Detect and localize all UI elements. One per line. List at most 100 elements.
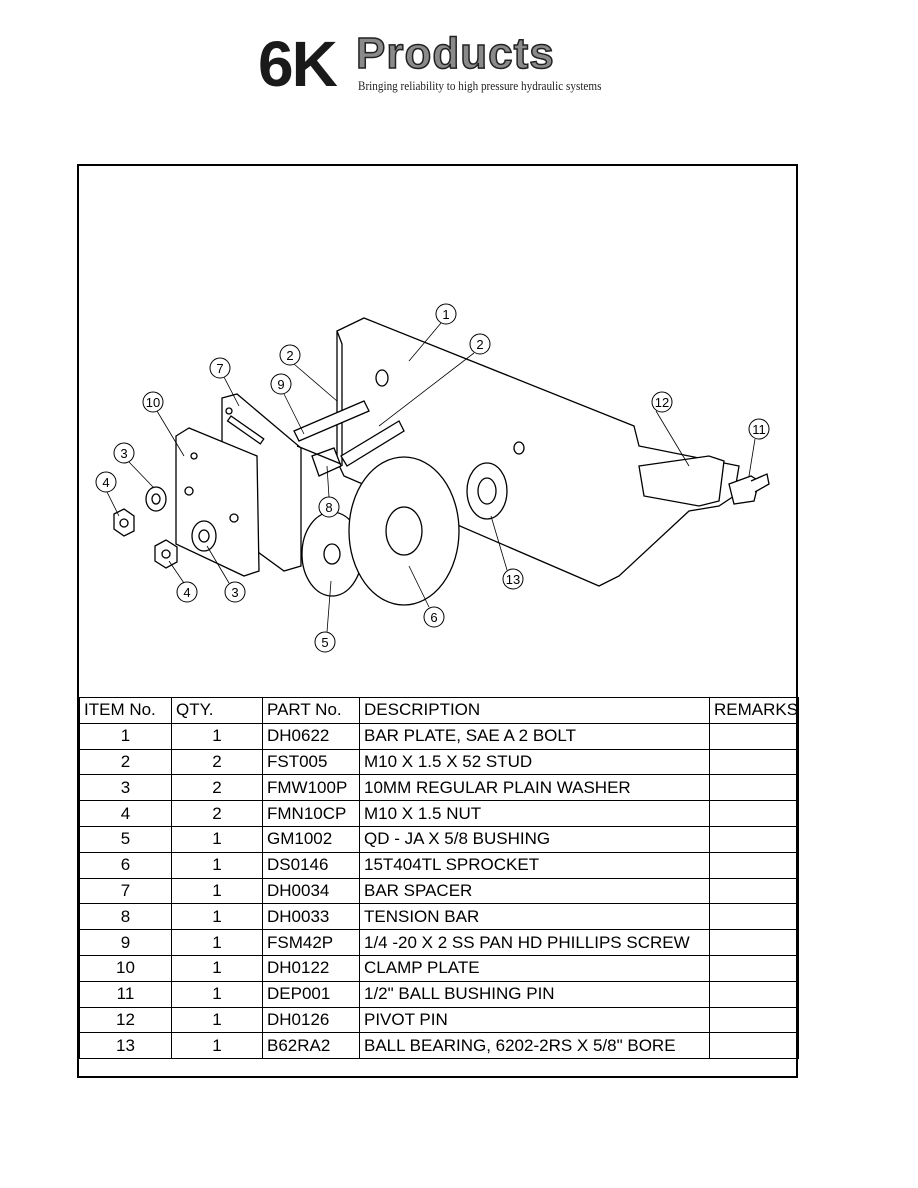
callout-label: 6 — [430, 610, 437, 625]
callout-label: 4 — [183, 585, 190, 600]
cell-qty: 2 — [171, 800, 263, 827]
cell-item: 5 — [79, 825, 172, 853]
cell-qty: 1 — [171, 825, 263, 853]
callout-label: 5 — [321, 635, 328, 650]
callout-label: 7 — [216, 361, 223, 376]
callout-6 — [423, 606, 445, 628]
pivot-pin-part — [638, 455, 725, 507]
callout-7 — [209, 357, 231, 379]
cell-item: 13 — [79, 1032, 172, 1060]
company-logo: 6K Products Bringing reliability to high… — [258, 28, 638, 100]
header-remarks: REMARKS — [709, 697, 799, 724]
table-header-row: ITEM No. QTY. PART No. DESCRIPTION REMAR… — [79, 697, 799, 724]
header-part-no: PART No. — [262, 697, 360, 724]
cell-part: DEP001 — [262, 980, 360, 1008]
cell-part: B62RA2 — [262, 1032, 360, 1060]
cell-desc: 15T404TL SPROCKET — [359, 851, 710, 879]
cell-part: DH0126 — [262, 1006, 360, 1034]
callout-2b — [469, 333, 491, 355]
callout-label: 1 — [442, 307, 449, 322]
cell-qty: 2 — [171, 748, 263, 776]
cell-part: FMW100P — [262, 774, 360, 802]
logo-brand-number: 6K — [258, 28, 338, 100]
callout-label: 3 — [120, 446, 127, 461]
callout-5 — [314, 631, 336, 653]
cell-part: FSM42P — [262, 929, 360, 956]
callout-2 — [279, 344, 301, 366]
cell-qty: 1 — [171, 929, 263, 956]
cell-part: FMN10CP — [262, 800, 360, 827]
cell-remarks — [709, 722, 799, 750]
cell-item: 9 — [79, 929, 172, 956]
cell-item: 11 — [79, 980, 172, 1008]
cell-part: DH0122 — [262, 954, 360, 982]
cell-desc: PIVOT PIN — [359, 1006, 710, 1034]
cell-desc: 1/2" BALL BUSHING PIN — [359, 980, 710, 1008]
callout-10 — [142, 391, 164, 413]
cell-remarks — [709, 877, 799, 905]
cell-item: 4 — [79, 800, 172, 827]
callout-4b — [176, 581, 198, 603]
cell-item: 7 — [79, 877, 172, 905]
cell-qty: 1 — [171, 877, 263, 905]
header-qty: QTY. — [171, 697, 263, 724]
callout-11 — [748, 418, 770, 440]
cell-item: 6 — [79, 851, 172, 879]
cell-desc: CLAMP PLATE — [359, 954, 710, 982]
cell-qty: 1 — [171, 1032, 263, 1060]
cell-remarks — [709, 774, 799, 802]
header-item-no: ITEM No. — [79, 697, 172, 724]
cell-desc: 10MM REGULAR PLAIN WASHER — [359, 774, 710, 802]
callout-12 — [651, 391, 673, 413]
cell-item: 1 — [79, 722, 172, 750]
cell-remarks — [709, 800, 799, 827]
stud-part — [293, 400, 370, 442]
callout-label: 2 — [476, 337, 483, 352]
cell-item: 2 — [79, 748, 172, 776]
cell-qty: 2 — [171, 774, 263, 802]
cell-desc: QD - JA X 5/8 BUSHING — [359, 825, 710, 853]
cell-part: FST005 — [262, 748, 360, 776]
cell-part: DH0033 — [262, 903, 360, 931]
callout-label: 3 — [231, 585, 238, 600]
cell-remarks — [709, 748, 799, 776]
callout-3b — [224, 581, 246, 603]
cell-part: DH0034 — [262, 877, 360, 905]
callout-label: 12 — [655, 395, 669, 410]
cell-qty: 1 — [171, 903, 263, 931]
cell-desc: M10 X 1.5 X 52 STUD — [359, 748, 710, 776]
callout-label: 4 — [102, 475, 109, 490]
cell-remarks — [709, 903, 799, 931]
callout-label: 13 — [506, 572, 520, 587]
cell-item: 3 — [79, 774, 172, 802]
drawing-frame: 1 2 2 3 3 4 4 5 6 7 8 9 10 11 12 13 — [77, 164, 799, 1078]
cell-item: 10 — [79, 954, 172, 982]
bill-of-materials-table: ITEM No. QTY. PART No. DESCRIPTION REMAR… — [79, 697, 799, 1060]
cell-qty: 1 — [171, 851, 263, 879]
cell-desc: 1/4 -20 X 2 SS PAN HD PHILLIPS SCREW — [359, 929, 710, 956]
header-description: DESCRIPTION — [359, 697, 710, 724]
bar-plate-part — [336, 317, 740, 587]
cell-desc: TENSION BAR — [359, 903, 710, 931]
cell-qty: 1 — [171, 954, 263, 982]
cell-qty: 1 — [171, 1006, 263, 1034]
callout-4 — [95, 471, 117, 493]
cell-remarks — [709, 954, 799, 982]
callout-label: 2 — [286, 348, 293, 363]
cell-desc: BAR PLATE, SAE A 2 BOLT — [359, 722, 710, 750]
cell-qty: 1 — [171, 980, 263, 1008]
logo-brand-word: Products — [355, 29, 555, 79]
callout-label: 11 — [752, 422, 766, 437]
cell-remarks — [709, 1032, 799, 1060]
callout-label: 10 — [146, 395, 160, 410]
cell-part: DH0622 — [262, 722, 360, 750]
